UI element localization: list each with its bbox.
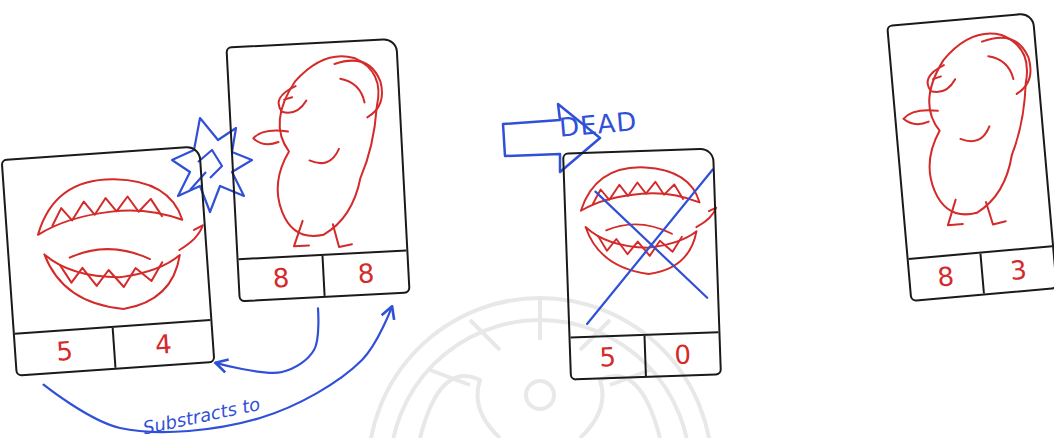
watermark-ornament <box>420 376 660 438</box>
creature-shell <box>334 59 383 119</box>
creature-shell <box>982 35 1033 96</box>
stat-value: 0 <box>644 333 720 376</box>
creature-legs <box>289 148 352 249</box>
upper-jaw <box>579 165 699 210</box>
teeth <box>60 258 164 291</box>
creature-art <box>897 30 1044 231</box>
tongue-tail <box>68 225 205 264</box>
lower-jaw <box>44 245 183 314</box>
game-card: 88 <box>225 38 410 303</box>
stat-value: 3 <box>979 247 1054 293</box>
lower-jaw <box>586 223 698 276</box>
creature-head-arm <box>899 64 959 125</box>
stat-value: 5 <box>15 328 115 375</box>
game-card: 54 <box>1 145 216 376</box>
stat-value: 8 <box>322 251 409 295</box>
stat-value: 8 <box>239 256 324 300</box>
stat-value: 8 <box>909 254 983 300</box>
creature-body <box>271 54 386 238</box>
watermark-ring <box>368 298 712 438</box>
game-card: DEAD50 <box>562 147 722 380</box>
upper-jaw <box>34 174 182 234</box>
edge-label: Substracts to <box>141 393 262 438</box>
watermark-rays <box>430 300 650 385</box>
stat-band: 83 <box>909 245 1054 299</box>
stat-value: 5 <box>571 336 645 379</box>
creature-body <box>918 31 1039 218</box>
dead-cross <box>582 169 718 323</box>
game-card: 83 <box>886 12 1054 302</box>
clash-lines <box>190 150 222 190</box>
stat-value: 4 <box>112 321 214 368</box>
dead-monster-art <box>579 165 720 324</box>
teeth <box>598 233 682 257</box>
stat-band: 50 <box>570 331 719 378</box>
creature-legs <box>940 126 1006 229</box>
watermark-ring <box>526 381 554 409</box>
stat-band: 88 <box>239 249 409 300</box>
stat-band: 54 <box>15 319 213 375</box>
creature-head-arm <box>251 86 309 145</box>
watermark <box>368 298 712 438</box>
clash-symbol <box>172 118 252 212</box>
status-label: DEAD <box>558 106 639 143</box>
teeth <box>51 194 162 226</box>
effect-arrow <box>215 308 318 372</box>
clash-star <box>172 118 252 212</box>
creature-art <box>249 54 390 251</box>
